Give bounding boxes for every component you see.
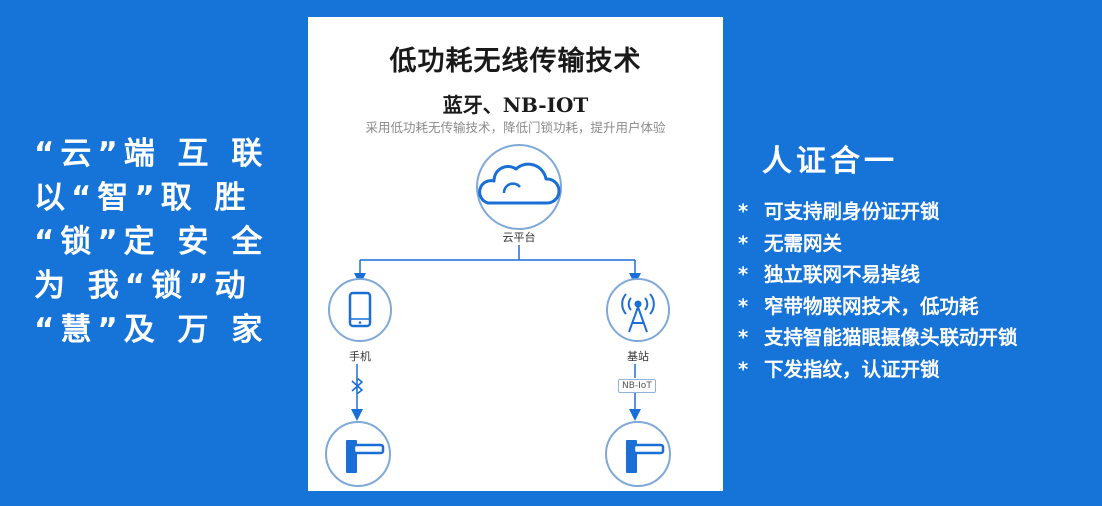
phone-icon: [348, 291, 372, 328]
panel-description: 采用低功耗无传输技术，降低门锁功耗，提升用户体验: [365, 120, 666, 135]
door-lock-icon: [626, 440, 665, 473]
feature-item: *独立联网不易掉线: [738, 259, 1018, 291]
nb-iot-tag: NB-IoT: [618, 379, 656, 393]
slogan-line: “锁”定 安 全: [34, 224, 269, 260]
bullet-star: *: [738, 294, 749, 318]
feature-item: *可支持刷身份证开锁: [738, 196, 1018, 228]
feature-item: *窄带物联网技术，低功耗: [738, 291, 1018, 323]
door-lock-node-right: [605, 421, 671, 487]
bullet-star: *: [738, 263, 749, 286]
cloud-node: [476, 144, 562, 230]
bullet-star: *: [738, 357, 749, 381]
feature-item: *支持智能猫眼摄像头联动开锁: [738, 322, 1018, 354]
slogan-line: 为 我“锁”动: [34, 268, 252, 304]
bullet-star: *: [738, 326, 749, 349]
network-diagram: [325, 144, 671, 487]
base-station-node: [606, 278, 670, 342]
feature-item: *下发指纹，认证开锁: [738, 354, 1018, 386]
panel-subtitle: 蓝牙、NB-IOT: [442, 93, 589, 117]
slogan-line: 以“智”取 胜: [34, 180, 252, 216]
door-lock-icon: [346, 440, 385, 473]
bullet-star: *: [738, 231, 749, 255]
features-title: 人证合一: [762, 144, 898, 179]
bullet-star: *: [738, 200, 749, 223]
cloud-icon: [478, 162, 561, 205]
slogan: “云”端 互 联 以“智”取 胜 “锁”定 安 全 为 我“锁”动 “慧”及 万…: [34, 132, 264, 352]
diagram-panel: 低功耗无线传输技术 蓝牙、NB-IOT 采用低功耗无传输技术，降低门锁功耗，提升…: [308, 17, 723, 491]
base-station-label: 基站: [627, 350, 649, 363]
bluetooth-icon: [351, 376, 364, 396]
panel-title: 低功耗无线传输技术: [389, 46, 642, 77]
slogan-line: “云”端 互 联: [34, 136, 269, 172]
slogan-line: “慧”及 万 家: [34, 312, 269, 348]
door-lock-node-left: [325, 421, 391, 487]
antenna-icon: [621, 293, 655, 333]
feature-list: *可支持刷身份证开锁 *无需网关 *独立联网不易掉线 *窄带物联网技术，低功耗 …: [738, 196, 1018, 385]
feature-item: *无需网关: [738, 228, 1018, 260]
phone-node: [328, 278, 392, 342]
cloud-platform-label: 云平台: [502, 231, 536, 244]
connector-lines: [351, 245, 641, 421]
phone-label: 手机: [349, 350, 371, 363]
